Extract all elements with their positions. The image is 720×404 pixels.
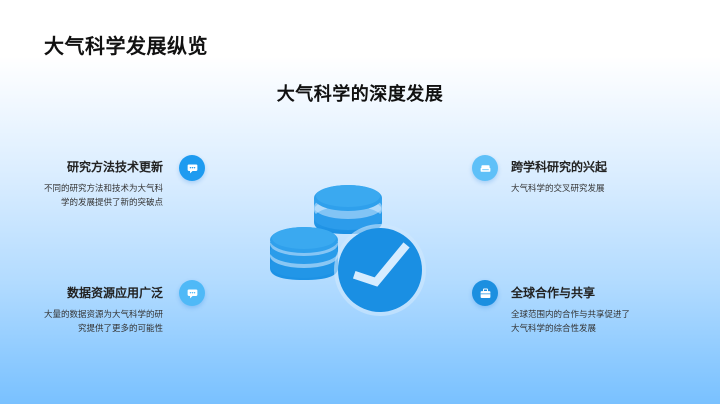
feature-data-resources: 数据资源应用广泛 大量的数据资源为大气科学的研究提供了更多的可能性 [0,284,163,336]
feature-title: 研究方法技术更新 [66,160,163,174]
sofa-icon [472,155,498,181]
chat-message-icon [179,280,205,306]
briefcase-icon [472,280,498,306]
feature-title: 数据资源应用广泛 [66,286,163,300]
slide-title: 大气科学发展纵览 [44,34,208,58]
feature-global-cooperation: 全球合作与共享 全球范围内的合作与共享促进了大气科学的综合性发展 [511,284,720,336]
feature-description: 不同的研究方法和技术为大气科学的发展提供了新的突破点 [43,184,163,208]
feature-interdisciplinary: 跨学科研究的兴起 大气科学的交叉研究发展 [511,158,720,196]
feature-research-methods: 研究方法技术更新 不同的研究方法和技术为大气科学的发展提供了新的突破点 [0,158,163,210]
feature-description: 大气科学的交叉研究发展 [511,184,605,194]
feature-title: 跨学科研究的兴起 [511,160,608,174]
feature-description: 全球范围内的合作与共享促进了大气科学的综合性发展 [511,310,631,334]
coins-check-icon [262,160,442,320]
feature-title: 全球合作与共享 [511,286,596,300]
section-heading: 大气科学的深度发展 [276,84,444,105]
feature-description: 大量的数据资源为大气科学的研究提供了更多的可能性 [43,310,163,334]
chat-message-icon [179,155,205,181]
